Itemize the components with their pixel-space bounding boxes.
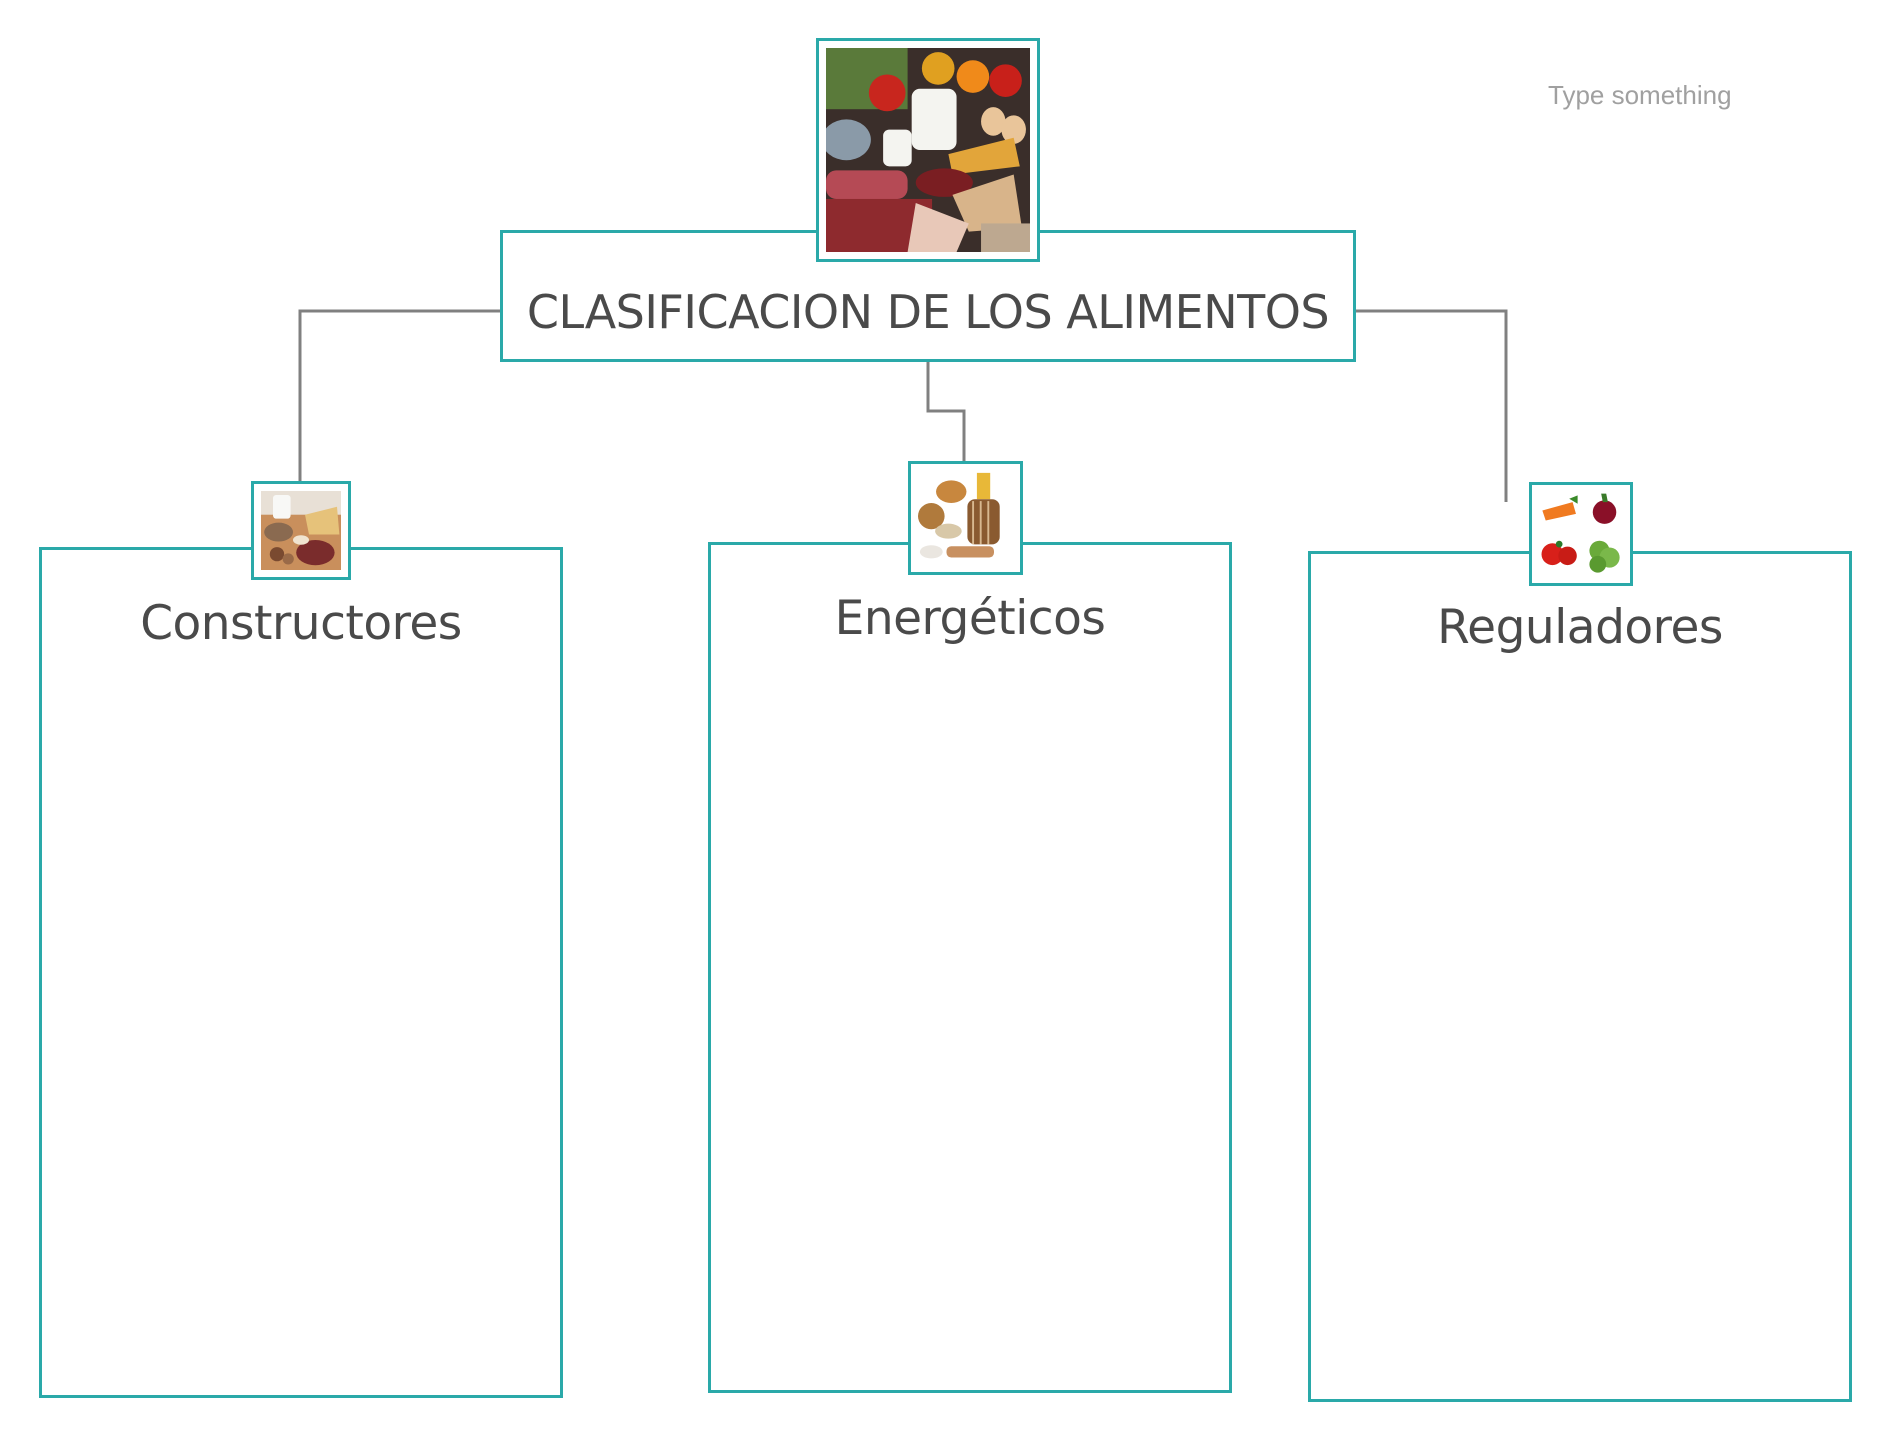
category-box-reguladores[interactable]: Reguladores [1308, 551, 1852, 1402]
category-title-reguladores: Reguladores [1437, 600, 1723, 655]
category-title-energeticos: Energéticos [834, 591, 1106, 646]
fruits-vegetables-icon [1539, 492, 1623, 576]
connector-constructores [298, 309, 502, 482]
grains-bread-icon [918, 471, 1013, 565]
category-box-energeticos[interactable]: Energéticos [708, 542, 1232, 1393]
category-box-constructores[interactable]: Constructores [39, 547, 563, 1398]
assorted-foods-icon [826, 48, 1030, 252]
category-image-reguladores[interactable] [1529, 482, 1633, 586]
category-image-constructores[interactable] [251, 481, 351, 580]
connector-energeticos [926, 361, 966, 462]
main-topic-image[interactable] [816, 38, 1040, 262]
protein-foods-icon [261, 491, 341, 570]
category-image-energeticos[interactable] [908, 461, 1023, 575]
main-topic-title: CLASIFICACION DE LOS ALIMENTOS [526, 285, 1330, 339]
connector-reguladores [1354, 309, 1508, 502]
floating-text-placeholder[interactable]: Type something [1548, 80, 1732, 110]
category-title-constructores: Constructores [140, 596, 462, 651]
